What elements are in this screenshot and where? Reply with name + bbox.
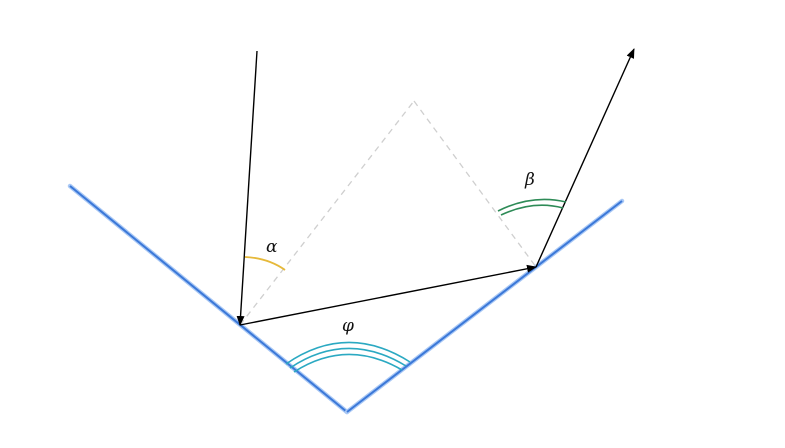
mirror-right <box>344 198 625 415</box>
alpha-arc <box>244 256 286 271</box>
phi-label: φ <box>342 316 354 336</box>
incident-ray <box>236 50 258 326</box>
mirror-left <box>67 183 350 415</box>
outgoing-ray <box>535 48 635 268</box>
alpha-label: α <box>266 237 278 257</box>
middle-ray <box>239 264 537 326</box>
phi-arc <box>285 341 411 373</box>
dashed-guides <box>239 100 537 326</box>
beta-label: β <box>524 170 535 190</box>
beta-arc <box>497 198 567 216</box>
